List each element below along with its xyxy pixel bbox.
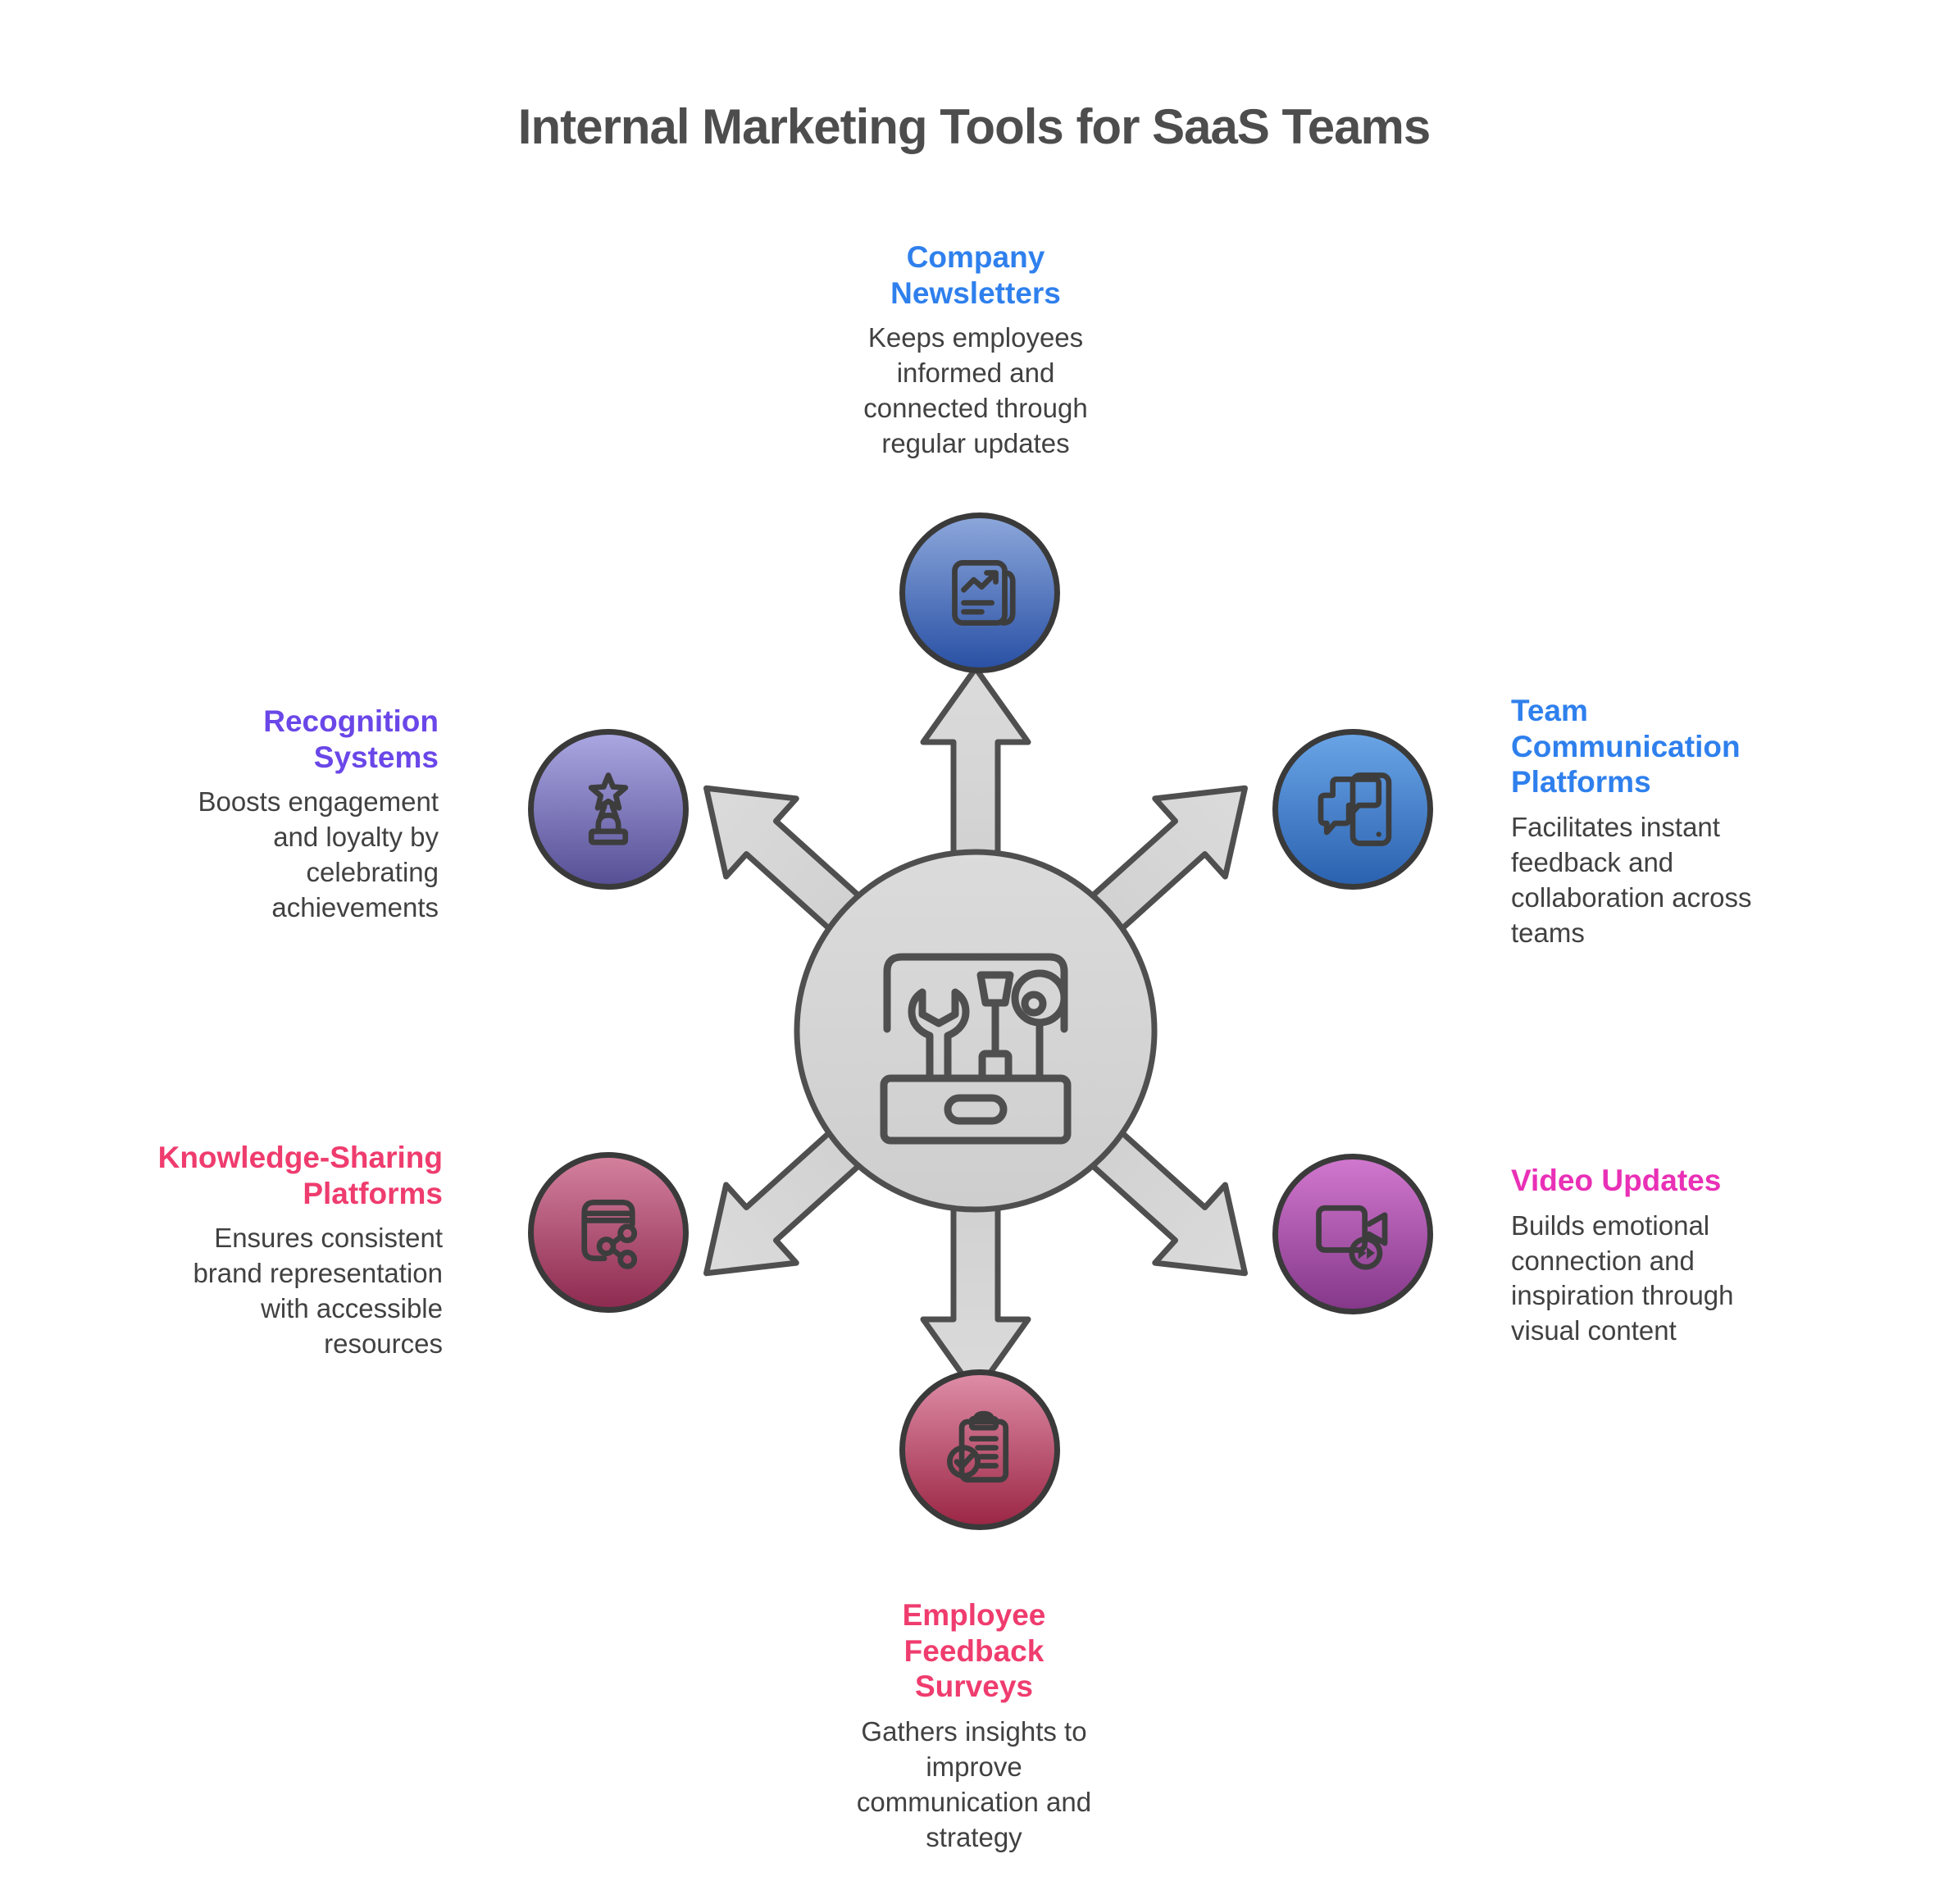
company-newsletters-description: Keeps employees informed and connected t… <box>863 322 1088 458</box>
video-updates-text-block: Video Updates Builds emotional connectio… <box>1511 1163 1773 1349</box>
team-communication-circle <box>1272 729 1433 890</box>
knowledge-sharing-text-block: Knowledge-Sharing Platforms Ensures cons… <box>148 1140 443 1362</box>
employee-feedback-label: Employee Feedback Surveys <box>902 1598 1046 1704</box>
newsletter-icon <box>952 560 1016 626</box>
team-communication-label: Team Communication Platforms <box>1511 694 1741 799</box>
clipboard-check-icon <box>947 1410 1009 1483</box>
employee-feedback-circle <box>899 1369 1060 1530</box>
knowledge-sharing-description: Ensures consistent brand representation … <box>193 1223 443 1359</box>
page-title: Internal Marketing Tools for SaaS Teams <box>517 99 1431 154</box>
recognition-systems-label: Recognition Systems <box>263 704 439 774</box>
company-newsletters-label: Company Newsletters <box>890 240 1061 310</box>
hub-arrows-graphic <box>566 621 1386 1441</box>
knowledge-sharing-label: Knowledge-Sharing Platforms <box>157 1141 443 1210</box>
recognition-systems-circle <box>528 729 689 890</box>
hub-circle <box>794 849 1158 1213</box>
company-newsletters-circle <box>899 512 1060 673</box>
team-communication-text-block: Team Communication Platforms Facilitates… <box>1511 693 1765 951</box>
phone-chat-icon <box>1318 772 1392 846</box>
employee-feedback-text-block: Employee Feedback Surveys Gathers insigh… <box>847 1597 1101 1856</box>
video-updates-description: Builds emotional connection and inspirat… <box>1511 1209 1734 1346</box>
recognition-systems-description: Boosts engagement and loyalty by celebra… <box>198 786 439 922</box>
trophy-star-icon <box>588 772 629 845</box>
video-updates-label: Video Updates <box>1511 1164 1722 1197</box>
video-updates-circle <box>1272 1154 1433 1314</box>
book-share-icon <box>581 1200 638 1269</box>
recognition-systems-text-block: Recognition Systems Boosts engagement an… <box>193 704 439 926</box>
video-camera-icon <box>1316 1205 1388 1270</box>
employee-feedback-description: Gathers insights to improve communicatio… <box>856 1715 1092 1852</box>
team-communication-description: Facilitates instant feedback and collabo… <box>1511 811 1752 948</box>
knowledge-sharing-circle <box>528 1152 689 1313</box>
toolbox-icon <box>880 953 1072 1145</box>
company-newsletters-text-block: Company Newsletters Keeps employees info… <box>836 239 1115 462</box>
